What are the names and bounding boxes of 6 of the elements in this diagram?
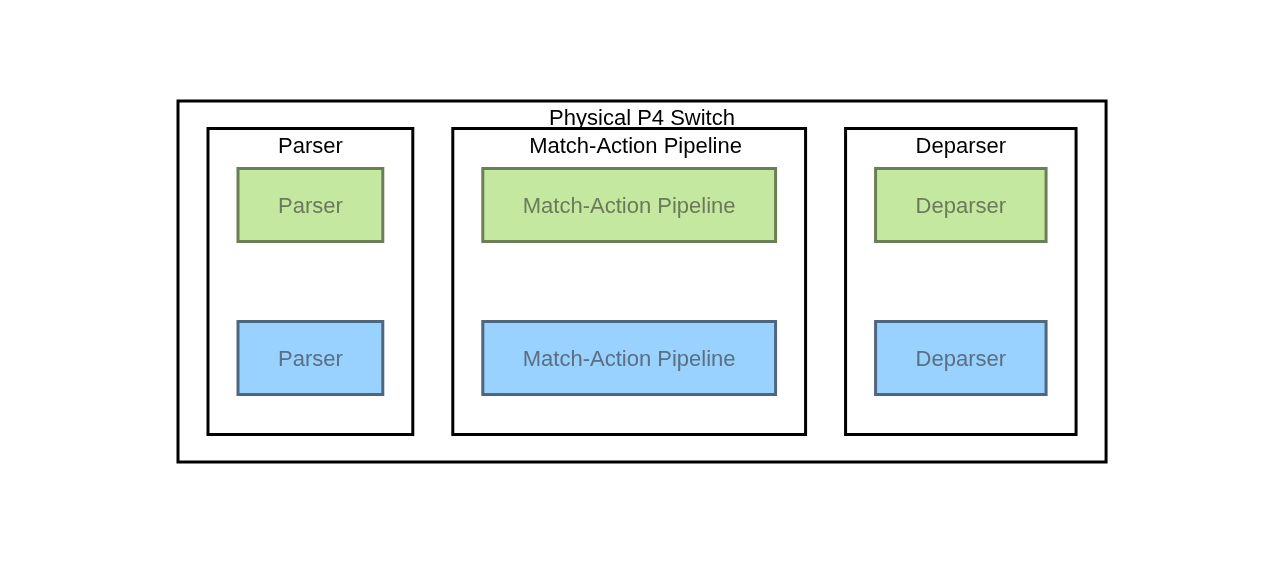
node-box: Match-Action Pipeline	[481, 167, 778, 243]
node-box: Deparser	[874, 167, 1048, 243]
node-box: Match-Action Pipeline	[481, 320, 778, 396]
node-box: Parser	[236, 320, 385, 396]
node-box: Deparser	[874, 320, 1048, 396]
node-box: Parser	[236, 167, 385, 243]
